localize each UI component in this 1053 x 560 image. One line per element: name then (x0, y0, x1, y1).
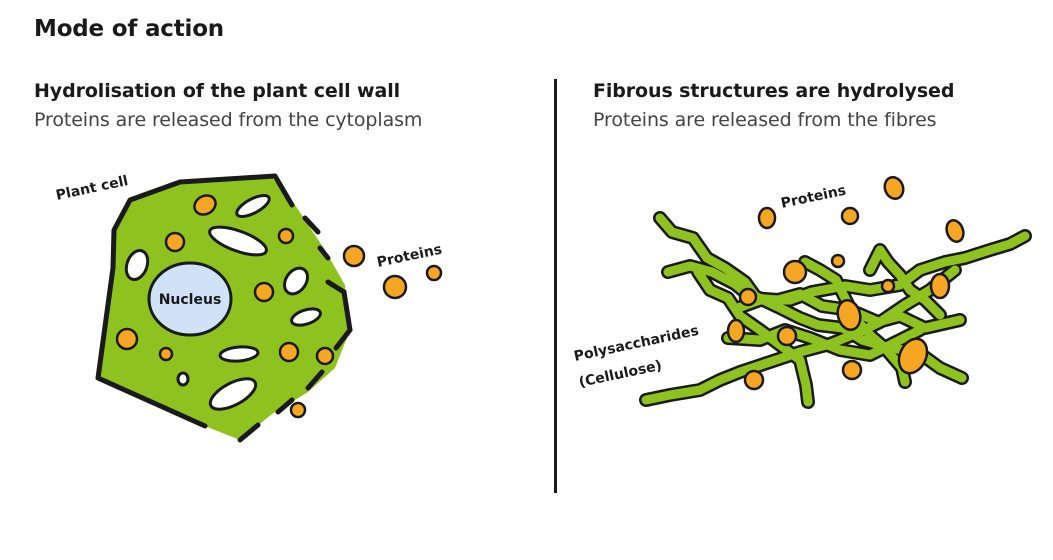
page-title: Mode of action (34, 16, 224, 42)
protein (897, 337, 929, 375)
vacuole (176, 371, 190, 387)
fibres-illustration: Proteins Polysaccharides (Cellulose) (573, 175, 1032, 409)
cell-proteins (115, 194, 335, 366)
proteins-label-right: Proteins (780, 183, 848, 212)
protein (883, 175, 905, 201)
right-panel-subheading: Proteins are released from the fibres (593, 109, 937, 131)
vacuole (290, 307, 322, 327)
protein (738, 287, 758, 307)
protein (929, 272, 951, 300)
protein (836, 298, 862, 332)
protein (840, 206, 860, 226)
protein (757, 206, 777, 230)
vacuole (208, 377, 258, 411)
vacuole (218, 345, 260, 363)
fibre-proteins (726, 175, 965, 391)
protein (880, 278, 896, 294)
protein (841, 359, 863, 381)
protein (164, 231, 186, 253)
protein (277, 227, 295, 245)
cellulose-label: (Cellulose) (578, 358, 664, 391)
protein (382, 274, 408, 300)
protein (278, 341, 300, 363)
left-panel-heading: Hydrolisation of the plant cell wall (34, 80, 401, 102)
protein (289, 401, 307, 419)
protein (425, 264, 443, 282)
right-panel-heading: Fibrous structures are hydrolysed (593, 80, 955, 102)
panel-divider (554, 79, 557, 493)
protein (776, 325, 798, 347)
cell-wall-intact (95, 173, 295, 429)
cell-wall-broken (237, 215, 353, 443)
left-panel-subheading: Proteins are released from the cytoplasm (34, 109, 423, 131)
vacuole (124, 248, 150, 282)
protein (743, 369, 765, 391)
protein (342, 244, 366, 268)
protein (726, 318, 746, 344)
protein (193, 194, 217, 216)
protein (158, 346, 174, 362)
vacuole (208, 225, 268, 257)
polysaccharides-label: Polysaccharides (573, 323, 701, 365)
vacuole (283, 266, 309, 296)
protein (782, 259, 808, 285)
plant-cell-label: Plant cell (55, 173, 130, 204)
vacuoles (124, 194, 322, 411)
nucleus-label: Nucleus (159, 292, 222, 308)
protein (830, 253, 846, 269)
protein (253, 281, 275, 303)
vacuole (235, 194, 271, 218)
protein (945, 219, 965, 243)
released-proteins-left (289, 244, 443, 419)
protein (115, 327, 139, 351)
nucleus (147, 261, 233, 337)
cellulose-fibres (639, 211, 1032, 409)
plant-cell-illustration: Plant cell Nucleus Proteins (55, 173, 443, 443)
protein (315, 346, 335, 366)
